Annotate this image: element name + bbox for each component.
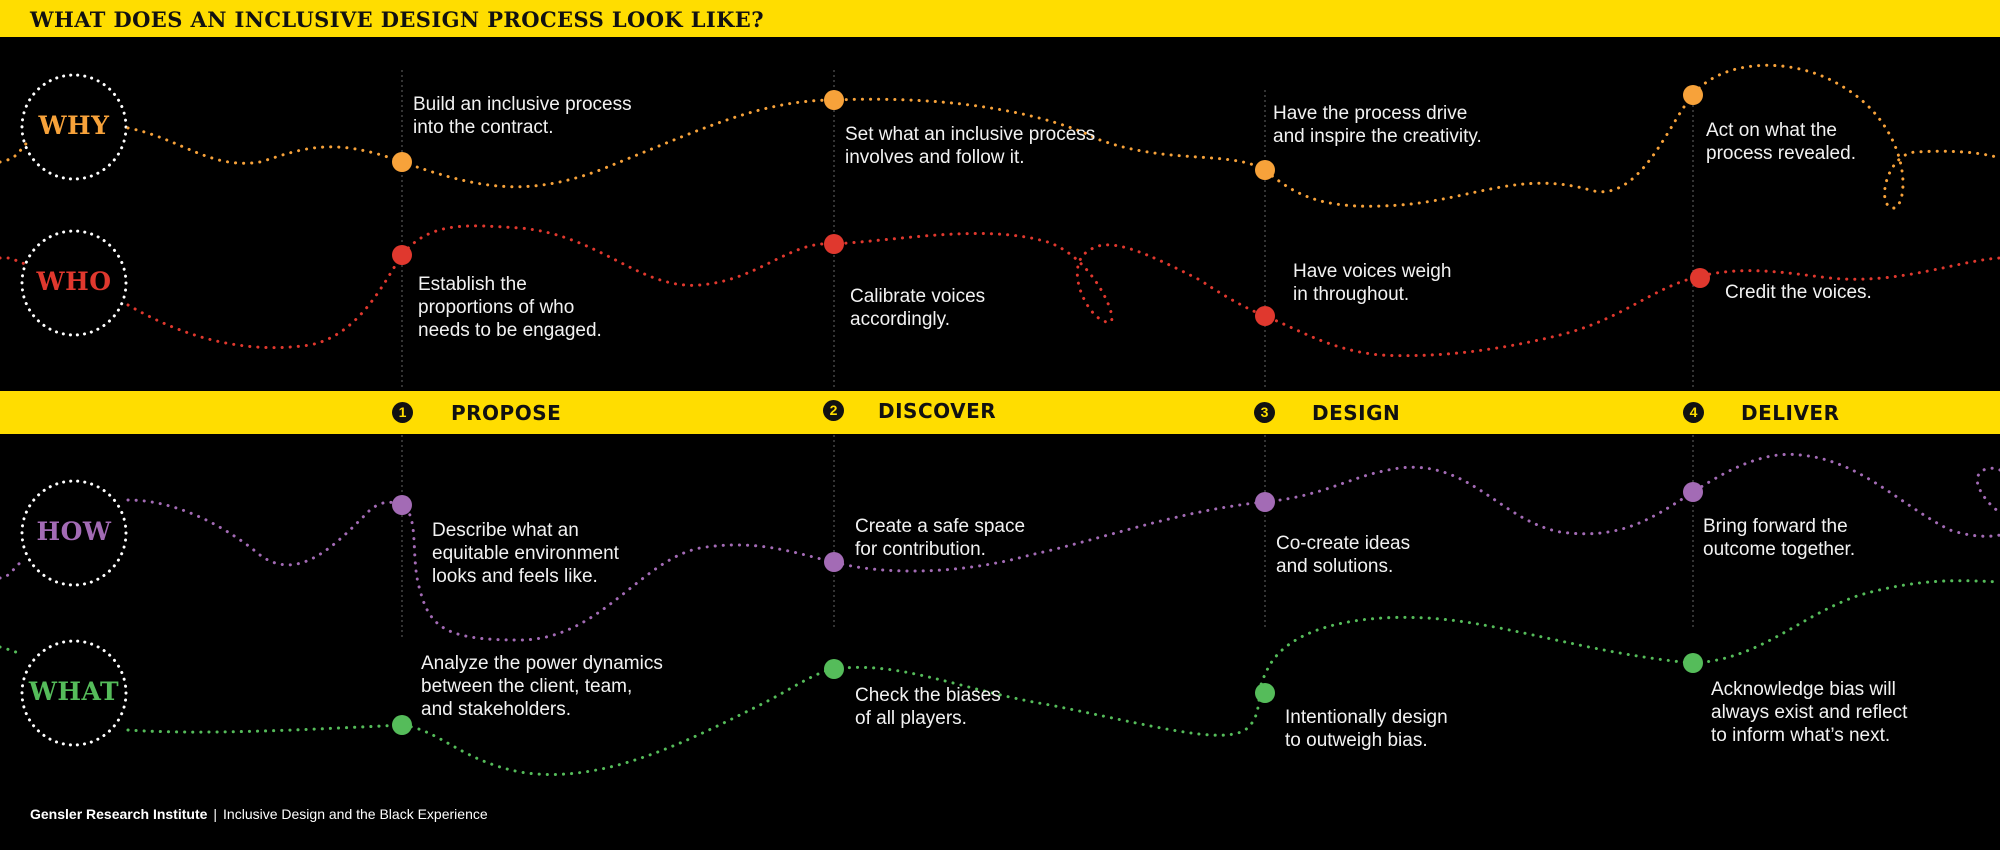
title-bar: WHAT DOES AN INCLUSIVE DESIGN PROCESS LO… [0,0,2000,37]
why-node-4 [1683,85,1703,105]
footer-org: Gensler Research Institute [30,806,208,822]
phase-label-propose: PROPOSE [451,401,562,425]
what-node-2 [824,659,844,679]
phase-number-4: 4 [1683,402,1704,423]
why-note-deliver: Act on what the process revealed. [1706,120,1856,164]
how-line-group [0,452,2000,642]
phase-number-1: 1 [392,402,413,423]
row-circles [20,73,128,747]
who-node-1 [392,245,412,265]
what-node-3 [1255,683,1275,703]
what-note-design: Intentionally design to outweigh bias. [1285,707,1448,751]
why-line-group [0,63,2000,210]
who-line [0,224,2000,358]
what-line-group [0,579,2000,776]
what-node-1 [392,715,412,735]
how-note-deliver: Bring forward the outcome together. [1703,516,1856,560]
how-node-2 [824,552,844,572]
row-label-who: WHO [36,267,112,296]
phase-bar: 1 PROPOSE 2 DISCOVER 3 DESIGN 4 DELIVER [0,391,2000,434]
how-note-propose: Describe what an equitable environment l… [432,520,619,587]
why-note-propose: Build an inclusive process into the cont… [413,94,632,138]
footer-separator: | [213,806,218,822]
why-node-1 [392,152,412,172]
row-label-what: WHAT [28,677,120,706]
page-title: WHAT DOES AN INCLUSIVE DESIGN PROCESS LO… [30,7,764,32]
how-note-design: Co-create ideas and solutions. [1276,533,1411,577]
footer-subtitle: Inclusive Design and the Black Experienc… [223,806,488,822]
row-label-how: HOW [36,517,112,546]
phase-label-discover: DISCOVER [878,399,997,423]
how-node-1 [392,495,412,515]
row-label-why: WHY [38,111,110,140]
who-node-3 [1255,306,1275,326]
what-circle [20,639,128,747]
why-note-design: Have the process drive and inspire the c… [1273,103,1482,147]
who-note-deliver: Credit the voices. [1725,282,1872,303]
why-circle [20,73,128,181]
who-node-2 [824,234,844,254]
what-line [0,579,2000,776]
how-circle [20,479,128,587]
what-note-discover: Check the biases of all players. [855,685,1001,729]
who-circle [20,229,128,337]
why-node-3 [1255,160,1275,180]
how-line [0,452,2000,642]
how-node-4 [1683,482,1703,502]
phase-number-2: 2 [823,400,844,421]
what-note-deliver: Acknowledge bias will always exist and r… [1711,679,1908,746]
phase-guides [401,70,1694,640]
who-note-discover: Calibrate voices accordingly. [850,286,986,330]
who-note-propose: Establish the proportions of who needs t… [418,274,602,341]
phase-label-deliver: DELIVER [1741,401,1840,425]
who-line-group [0,224,2000,358]
what-note-propose: Analyze the power dynamics between the c… [421,653,663,720]
why-node-2 [824,90,844,110]
footer: Gensler Research Institute | Inclusive Des… [30,806,488,822]
why-note-discover: Set what an inclusive process involves a… [845,124,1096,168]
who-note-design: Have voices weigh in throughout. [1293,261,1452,305]
how-note-discover: Create a safe space for contribution. [855,516,1026,560]
who-node-4 [1690,268,1710,288]
what-node-4 [1683,653,1703,673]
how-node-3 [1255,492,1275,512]
phase-number-3: 3 [1254,402,1275,423]
phase-label-design: DESIGN [1312,401,1401,425]
